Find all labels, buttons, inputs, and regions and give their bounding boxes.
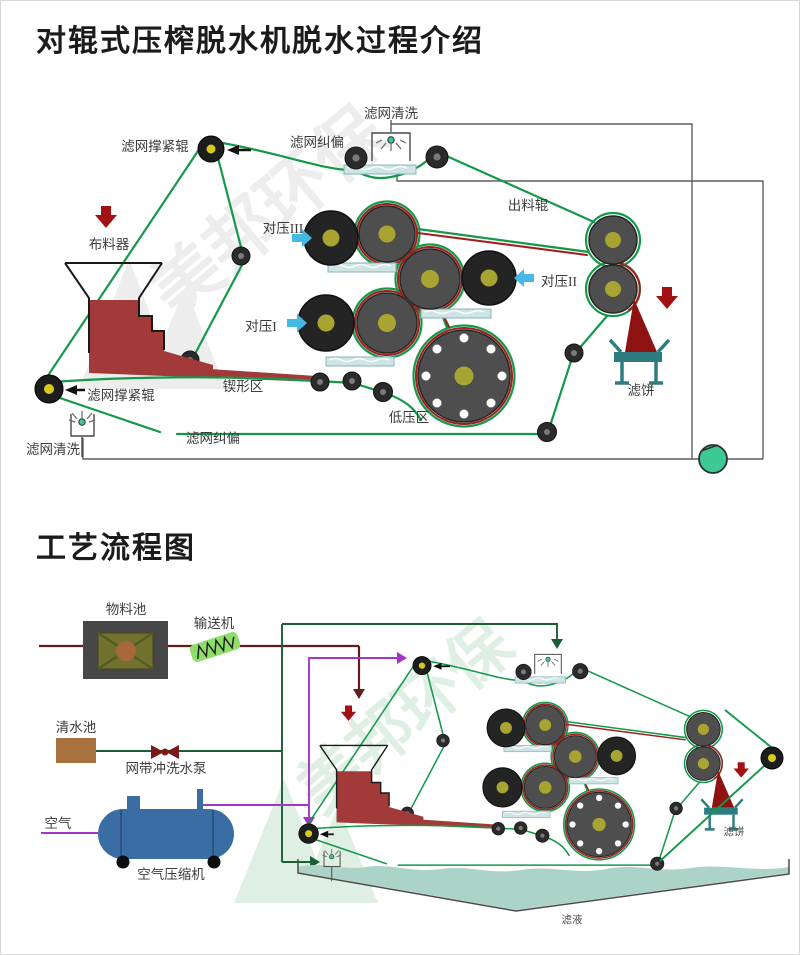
down-arrow-icon [353, 689, 365, 699]
label-press-3: 对压III [263, 221, 304, 236]
right-arrow-icon [310, 856, 320, 868]
material-pool [83, 621, 168, 679]
valve-icon [151, 745, 179, 759]
press-arrow-icons [287, 229, 534, 332]
right-arrow-icon [397, 652, 407, 664]
label-wash-pump: 网带冲洗水泵 [126, 761, 207, 776]
label-material-pool: 物料池 [106, 602, 147, 617]
label-filter-clean-top: 滤网清洗 [364, 106, 418, 121]
clean-water-pool [56, 738, 96, 763]
label-low-pressure-zone: 低压区 [389, 410, 430, 425]
flow-diagram: 美邦环保 [39, 602, 790, 926]
basin [297, 859, 790, 912]
label-tension-roller-bottom: 滤网撑紧辊 [87, 388, 155, 403]
wash-pipe [96, 623, 558, 863]
label-filter-adjust-top: 滤网纠偏 [290, 135, 344, 150]
label-press-2: 对压II [541, 274, 577, 289]
down-arrow-icon [551, 639, 563, 649]
label-filter-cake: 滤饼 [628, 383, 655, 398]
return-roller [760, 746, 784, 770]
page-title: 对辊式压榨脱水机脱水过程介绍 [36, 24, 484, 58]
return-belt-right [659, 709, 772, 862]
conveyor-icon [189, 632, 241, 662]
label-filter-adjust-bottom: 滤网纠偏 [186, 431, 240, 446]
label-press-1: 对压I [245, 319, 277, 334]
wash-water-piping [82, 120, 764, 460]
label-tension-roller-top: 滤网撑紧辊 [121, 139, 189, 154]
basin-water [298, 865, 789, 910]
label-wedge-zone: 锲形区 [223, 379, 264, 394]
compressor [98, 789, 234, 869]
label-filtrate: 滤液 [562, 913, 583, 926]
label-conveyor: 输送机 [194, 616, 235, 631]
label-air: 空气 [45, 816, 72, 831]
air-pipe [41, 657, 398, 834]
label-discharge-roller: 出料辊 [508, 198, 549, 213]
label-feeder: 布料器 [89, 237, 130, 252]
label-filter-cake-2: 滤饼 [724, 825, 745, 838]
right-arrow-icon [292, 229, 312, 247]
label-filter-clean-bottom: 滤网清洗 [26, 442, 80, 457]
right-arrow-icon [287, 314, 307, 332]
left-arrow-icon [514, 269, 534, 287]
label-compressor: 空气压缩机 [137, 867, 205, 882]
flow-watermark: 美邦环保 [234, 607, 527, 903]
upper-diagram: 美邦环保 滤网清洗 滤网纠偏 滤网撑紧辊 出料辊 对压III [26, 93, 764, 474]
wash-pipe-arrows [310, 639, 563, 868]
pump-icon [698, 444, 728, 474]
label-clean-pool: 清水池 [56, 720, 97, 735]
flow-title: 工艺流程图 [36, 532, 196, 565]
